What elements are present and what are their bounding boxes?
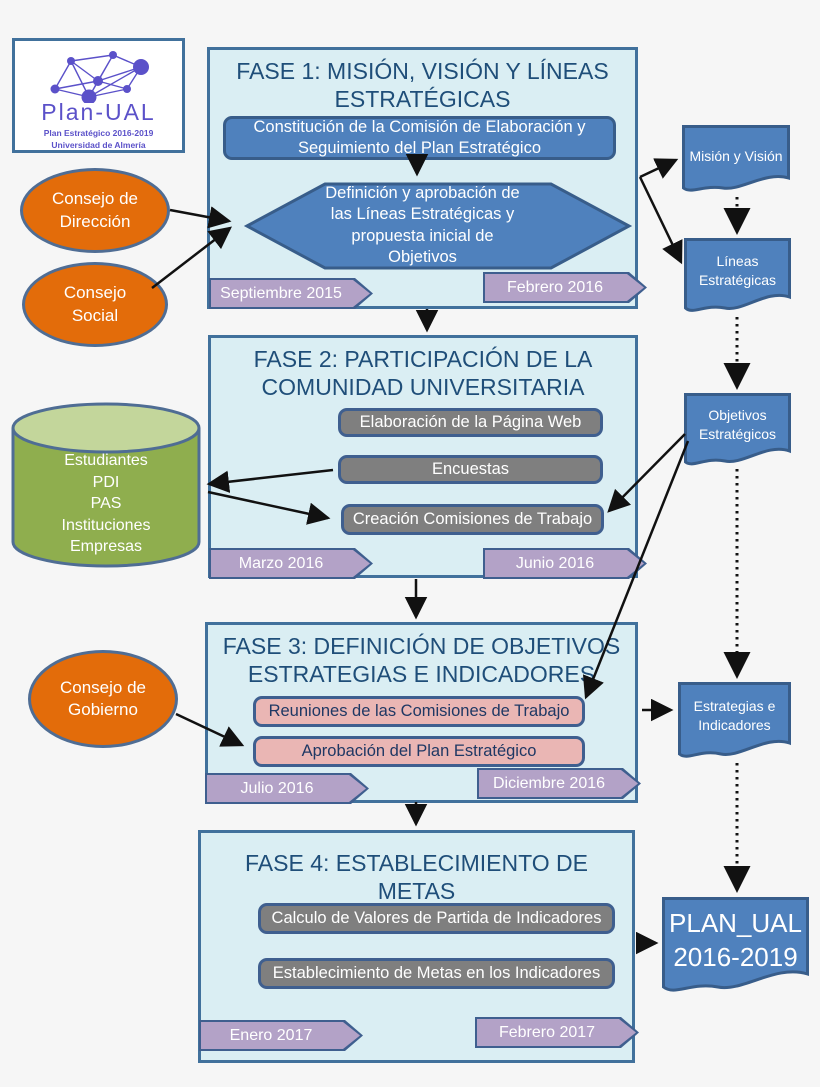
output-label: Estrategias e Indicadores xyxy=(693,698,776,733)
wave-flag-shape xyxy=(684,238,791,312)
banner-fill xyxy=(485,274,644,301)
fase4-step-metas: Establecimiento de Metas en los Indicado… xyxy=(258,958,615,989)
fase1-step-definicion: Definición y aprobación de las Líneas Es… xyxy=(325,184,520,267)
output-objetivos-estrategicos: Objetivos Estratégicos xyxy=(684,393,791,471)
arrow-fase1-to-mision xyxy=(639,158,679,179)
fase1-title: FASE 1: MISIÓN, VISIÓN Y LÍNEAS ESTRATÉG… xyxy=(236,58,609,113)
output-label: Líneas Estratégicas xyxy=(698,253,777,288)
banner-fase2-end: Junio 2016 xyxy=(483,548,647,579)
banner-fase1-end: Febrero 2016 xyxy=(483,272,647,303)
banner-fill xyxy=(211,550,370,577)
stakeholder-item: Empresas xyxy=(69,538,143,556)
cylinder-shape xyxy=(11,402,201,568)
fase4-step-calculo: Calculo de Valores de Partida de Indicad… xyxy=(258,903,615,934)
logo-title: Plan-UAL xyxy=(41,99,156,125)
banner-fill xyxy=(201,1022,360,1049)
fase1-step-constitucion: Constitución de la Comisión de Elaboraci… xyxy=(223,116,616,160)
fase3-step-reuniones: Reuniones de las Comisiones de Trabajo xyxy=(253,696,585,727)
fase1-hexagon-shape xyxy=(243,182,633,270)
banner-label: Febrero 2016 xyxy=(506,278,604,296)
actor-label: Consejo de Gobierno xyxy=(59,677,146,719)
stakeholder-item: Instituciones xyxy=(61,516,151,534)
fase2-step-encuestas: Encuestas xyxy=(338,455,603,484)
fase2-panel: FASE 2: PARTICIPACIÓN DE LA COMUNIDAD UN… xyxy=(208,335,638,578)
arrow-fase1-to-lineas xyxy=(638,176,683,265)
wave-flag-shape xyxy=(682,125,790,192)
fase2-step-pagina-web: Elaboración de la Página Web xyxy=(338,408,603,437)
banner-fase4-end: Febrero 2017 xyxy=(475,1017,639,1048)
banner-label: Enero 2017 xyxy=(229,1026,313,1044)
banner-label: Julio 2016 xyxy=(240,779,314,797)
banner-label: Diciembre 2016 xyxy=(492,774,606,792)
fase3-title: FASE 3: DEFINICIÓN DE OBJETIVOS ESTRATEG… xyxy=(222,633,621,688)
banner-fase3-end: Diciembre 2016 xyxy=(477,768,641,799)
actor-consejo-direccion: Consejo de Dirección xyxy=(20,168,170,253)
fase2-title: FASE 2: PARTICIPACIÓN DE LA COMUNIDAD UN… xyxy=(253,346,593,401)
banner-fill xyxy=(479,770,638,797)
banner-label: Septiembre 2015 xyxy=(220,284,342,302)
wave-flag-shape xyxy=(684,393,791,466)
actor-label: Consejo Social xyxy=(63,283,127,325)
output-label: PLAN_UAL 2016-2019 xyxy=(669,908,802,972)
stakeholders-list: Estudiantes PDI PAS Instituciones Empres… xyxy=(10,450,202,558)
banner-fill xyxy=(477,1019,636,1046)
output-label: Misión y Visión xyxy=(689,148,783,164)
actor-consejo-gobierno: Consejo de Gobierno xyxy=(28,650,178,748)
stakeholder-item: PDI xyxy=(92,473,120,491)
stakeholders-cylinder: Estudiantes PDI PAS Instituciones Empres… xyxy=(10,398,202,570)
network-graph-icon xyxy=(50,51,149,103)
fase3-step-aprobacion: Aprobación del Plan Estratégico xyxy=(253,736,585,767)
banner-label: Junio 2016 xyxy=(515,554,595,572)
banner-fill xyxy=(207,775,366,802)
banner-label: Febrero 2017 xyxy=(498,1023,596,1041)
banner-fase4-start: Enero 2017 xyxy=(199,1020,363,1051)
plan-ual-logo: Plan-UAL Plan Estratégico 2016-2019 Univ… xyxy=(12,38,185,153)
fase2-step-comisiones: Creación Comisiones de Trabajo xyxy=(341,504,604,535)
fase4-title: FASE 4: ESTABLECIMIENTO DE METAS xyxy=(245,850,588,905)
wave-flag-shape xyxy=(662,897,809,992)
banner-fase2-start: Marzo 2016 xyxy=(209,548,373,579)
actor-consejo-social: Consejo Social xyxy=(22,262,168,347)
actor-label: Consejo de Dirección xyxy=(51,189,138,231)
banner-label: Marzo 2016 xyxy=(238,554,324,572)
output-label: Objetivos Estratégicos xyxy=(698,407,777,442)
stakeholder-item: Estudiantes xyxy=(64,452,148,469)
output-estrategias-indicadores: Estrategias e Indicadores xyxy=(678,682,791,764)
banner-fase1-start: Septiembre 2015 xyxy=(209,278,373,309)
banner-fase3-start: Julio 2016 xyxy=(205,773,369,804)
logo-subtitle-plan: Plan Estratégico 2016-2019 xyxy=(43,128,154,138)
output-mision-vision: Misión y Visión xyxy=(682,125,790,197)
output-lineas-estrategicas: Líneas Estratégicas xyxy=(684,238,791,318)
stakeholder-item: PAS xyxy=(90,495,122,513)
logo-subtitle-university: Universidad de Almería xyxy=(51,140,146,150)
fase1-panel: FASE 1: MISIÓN, VISIÓN Y LÍNEAS ESTRATÉG… xyxy=(207,47,638,309)
banner-fill xyxy=(211,280,370,307)
wave-flag-shape xyxy=(678,682,791,758)
output-plan-ual: PLAN_UAL 2016-2019 xyxy=(662,897,809,1000)
